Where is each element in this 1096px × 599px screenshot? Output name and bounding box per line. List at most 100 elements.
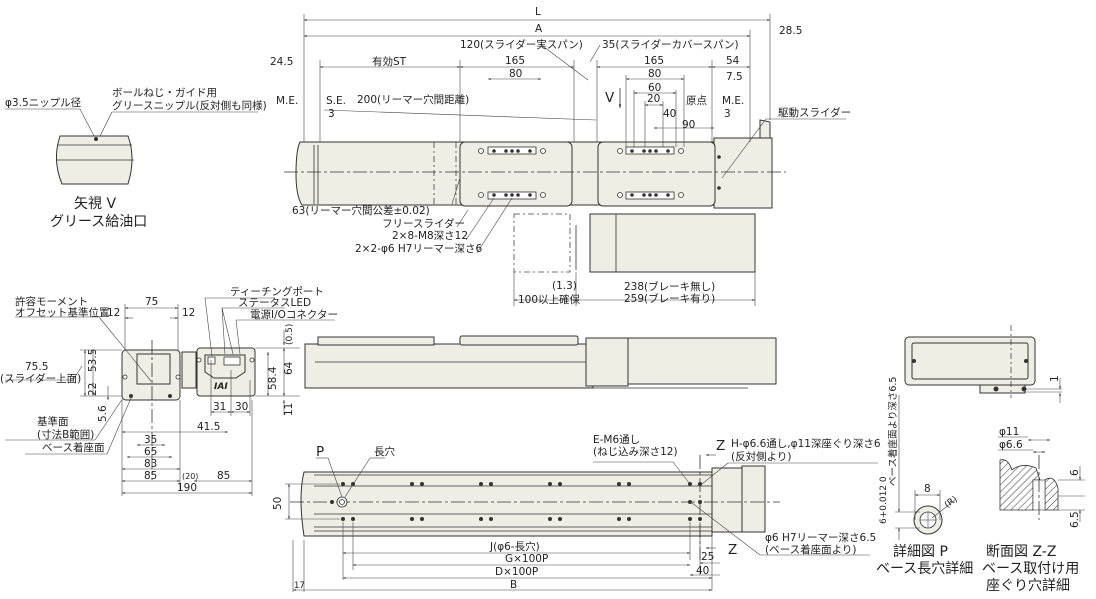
end-view: IAI xyxy=(5,297,335,496)
label-drive-slider: 駆動スライダー xyxy=(778,106,851,119)
label-detail-p: P xyxy=(316,444,324,460)
label-dimension-b-range: (寸法B範囲) xyxy=(37,428,94,441)
dim-5-6: 5.6 xyxy=(97,405,109,422)
drive-slider xyxy=(597,141,716,207)
bottom-view xyxy=(285,454,878,592)
dim-counterbore-6: 6 xyxy=(1069,469,1081,476)
label-se-left: S.E. xyxy=(326,95,346,107)
dim-22: 22 xyxy=(87,383,99,396)
dim-85-right: 85 xyxy=(217,470,230,482)
label-tapped-holes: 2×8-M8深さ12 xyxy=(392,230,468,242)
label-h-opposite-side: (反対側より) xyxy=(731,450,791,463)
dim-65: 65 xyxy=(144,446,157,458)
motor-end-view: 1 xyxy=(904,325,1062,403)
title-grease-port: グリース給油口 xyxy=(50,214,147,230)
dim-53-5: 53.5 xyxy=(87,349,99,372)
dim-54: 54 xyxy=(726,55,740,67)
dim-165-free: 165 xyxy=(505,55,525,67)
dim-slider-span: 120(スライダー実スパン) xyxy=(460,38,583,51)
label-moment-2: オフセット基準位置 xyxy=(15,306,110,319)
title-section-z-z: 断面図 Z-Z xyxy=(986,544,1056,560)
label-view-v: V xyxy=(605,90,615,106)
dim-J: J(φ6-長穴) xyxy=(489,540,540,553)
dim-40: 40 xyxy=(663,108,676,120)
dim-24-5: 24.5 xyxy=(270,56,293,68)
view-v-grease-port: φ3.5ニップル径 ボールねじ・ガイド用 グリースニップル(反対側も同様) 矢視… xyxy=(5,87,267,230)
title-counterbore-detail: 座ぐり穴詳細 xyxy=(986,578,1070,594)
dim-40: 40 xyxy=(696,565,709,577)
label-section-z-top: Z xyxy=(716,438,725,454)
top-view xyxy=(284,14,846,306)
dim-12-right: 12 xyxy=(182,307,195,319)
top-view-labels: L A 28.5 24.5 有効ST 120(スライダー実スパン) 35(スライ… xyxy=(270,6,851,306)
label-me-left: M.E. xyxy=(276,95,298,107)
free-slider xyxy=(459,141,573,207)
dim-3-left: 3 xyxy=(328,108,335,120)
label-reamer-from-base: (ベース着座面より) xyxy=(765,543,856,556)
dim-G: G×100P xyxy=(505,553,548,565)
dim-30: 30 xyxy=(235,401,248,413)
dim-165-drive: 165 xyxy=(644,55,664,67)
label-moment-1: 許容モーメント xyxy=(15,295,88,308)
label-clearance: 100以上確保 xyxy=(518,293,581,306)
dim-radius: (R) xyxy=(943,495,960,511)
dim-slot-tolerance: 6+0.012 0 xyxy=(879,476,889,524)
dim-75: 75 xyxy=(145,296,158,308)
label-h-counterbore: H-φ6.6通し,φ11深座ぐり深さ6 xyxy=(731,437,881,450)
dim-L: L xyxy=(535,6,541,18)
motor-folded xyxy=(589,213,756,273)
label-nipple-diameter: φ3.5ニップル径 xyxy=(5,96,82,109)
dim-35: 35 xyxy=(144,434,157,446)
dim-0-5: (0.5) xyxy=(285,324,295,345)
dim-A: A xyxy=(535,23,543,35)
label-e-m6: E-M6通し xyxy=(593,434,640,446)
label-power-io-connector: 電源I/Oコネクター xyxy=(250,308,338,321)
dim-phi-11: φ11 xyxy=(999,426,1019,438)
label-origin: 原点 xyxy=(686,95,707,107)
dim-75-5: 75.5 xyxy=(25,361,48,373)
title-detail-p: 詳細図 P xyxy=(893,544,948,560)
title-view-v: 矢視 V xyxy=(74,196,116,212)
label-section-z-bottom: Z xyxy=(728,542,737,558)
label-reamer-tolerance: 63(リーマー穴間公差±0.02) xyxy=(292,204,430,217)
label-reamer-pitch: 200(リーマー穴間距離) xyxy=(357,93,469,106)
dim-25: 25 xyxy=(701,551,714,563)
dim-90: 90 xyxy=(682,119,695,131)
dim-B: B xyxy=(510,579,517,591)
dim-3-right: 3 xyxy=(724,108,731,120)
dim-slot-8: 8 xyxy=(924,483,931,495)
end-view-labels: 許容モーメント オフセット基準位置 75 12 12 75.5 (スライダー上面… xyxy=(0,285,338,494)
dim-20: (20) xyxy=(182,472,198,481)
dim-1-3: (1.3) xyxy=(552,280,577,292)
dim-80-free: 80 xyxy=(509,68,522,80)
label-nipple-note-2: グリースニップル(反対側も同様) xyxy=(112,99,267,112)
dim-brake-none: 238(ブレーキ無し) xyxy=(624,280,715,293)
label-slider-top: (スライダー上面) xyxy=(0,372,81,385)
detail-p: 8 (R) 6+0.012 0 ベース着座面より深さ6.5 詳細図 P ベース長… xyxy=(876,377,973,577)
title-base-slot-detail: ベース長穴詳細 xyxy=(876,561,973,577)
label-nipple-note-1: ボールねじ・ガイド用 xyxy=(112,87,217,99)
label-status-led: ステータスLED xyxy=(238,297,311,309)
dim-83: 83 xyxy=(144,458,157,470)
dim-190: 190 xyxy=(177,482,197,494)
dim-cover-span: 35(スライダーカバースパン) xyxy=(602,38,739,51)
dim-11: 11 xyxy=(283,403,295,416)
logo-iai: IAI xyxy=(214,382,228,392)
bottom-view-labels: P 長穴 E-M6通し (ねじ込み深さ12) Z Z H-φ6.6通し,φ11深… xyxy=(272,434,881,591)
dim-80-drive: 80 xyxy=(648,68,661,80)
dim-stroke: 有効ST xyxy=(372,55,407,68)
dim-31: 31 xyxy=(213,401,226,413)
dim-1: 1 xyxy=(1049,375,1061,382)
label-free-slider: フリースライダー xyxy=(382,217,465,230)
dim-60: 60 xyxy=(648,82,661,94)
dim-41-5: 41.5 xyxy=(197,421,220,433)
label-teaching-port: ティーチングポート xyxy=(230,285,324,298)
dim-64: 64 xyxy=(283,361,295,375)
dim-12-left: 12 xyxy=(107,307,120,319)
label-reference-plane: 基準面 xyxy=(37,415,69,428)
label-reamer-h7: φ6 H7リーマー深さ6.5 xyxy=(765,532,876,544)
dim-brake-with: 259(ブレーキ有り) xyxy=(624,292,715,305)
dim-85-left: 85 xyxy=(144,470,157,482)
dim-28-5: 28.5 xyxy=(779,25,802,37)
